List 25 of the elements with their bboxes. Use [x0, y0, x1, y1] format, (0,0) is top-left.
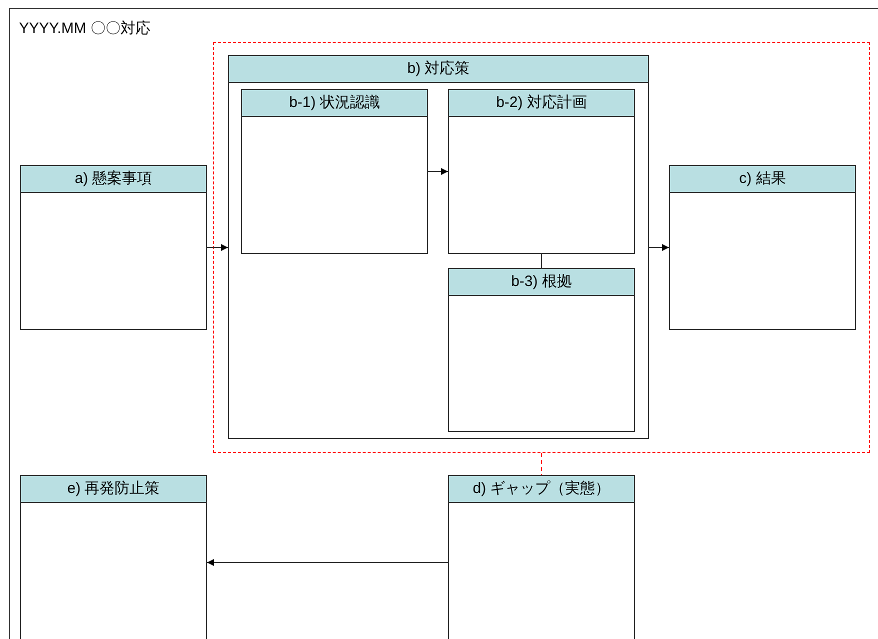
connector-line	[541, 452, 542, 476]
process-box	[669, 165, 856, 330]
box-header: a) 懸案事項	[21, 166, 206, 193]
process-box	[20, 475, 207, 639]
box-header: b) 対応策	[229, 56, 648, 83]
arrow	[648, 244, 670, 251]
process-box	[448, 268, 635, 432]
arrow	[206, 559, 448, 566]
process-box	[20, 165, 207, 330]
box-header: b-1) 状況認識	[242, 90, 427, 117]
process-box	[448, 89, 635, 254]
box-header: b-3) 根拠	[449, 269, 634, 296]
process-box	[241, 89, 428, 254]
process-box	[448, 475, 635, 639]
arrow	[428, 168, 448, 175]
box-header: d) ギャップ（実態）	[449, 476, 634, 503]
frame-title: YYYY.MM 〇〇対応	[19, 19, 150, 38]
process-box	[228, 55, 649, 439]
arrow	[206, 244, 228, 251]
box-header: e) 再発防止策	[21, 476, 206, 503]
dashed-region-box	[213, 42, 870, 453]
frame-box	[9, 8, 878, 639]
connector-line	[541, 254, 542, 268]
box-header: c) 結果	[670, 166, 855, 193]
box-header: b-2) 対応計画	[449, 90, 634, 117]
